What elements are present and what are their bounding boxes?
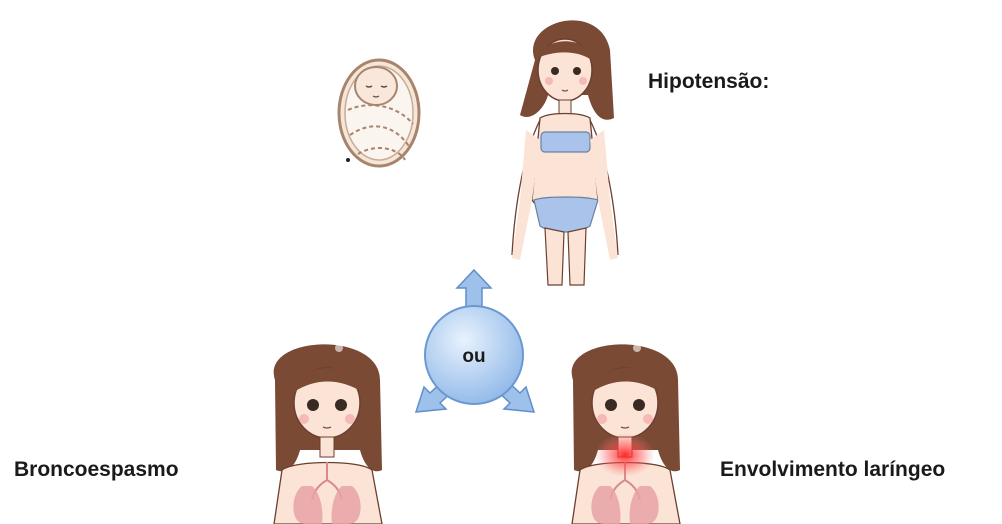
woman-lungs-icon: [274, 344, 382, 524]
choice-node: ou: [416, 270, 534, 412]
swaddled-baby-icon: [339, 60, 419, 166]
label-bronchospasm: Broncoespasmo: [14, 458, 179, 482]
throat-inflammation: [595, 433, 655, 477]
label-laryngeal: Envolvimento laríngeo: [720, 458, 945, 482]
arrow-up-icon: [457, 270, 491, 310]
label-hypotension: Hipotensão:: [648, 70, 769, 94]
center-text: ou: [462, 346, 485, 367]
woman-throat-icon: [572, 344, 680, 524]
standing-woman-icon: [512, 20, 618, 285]
